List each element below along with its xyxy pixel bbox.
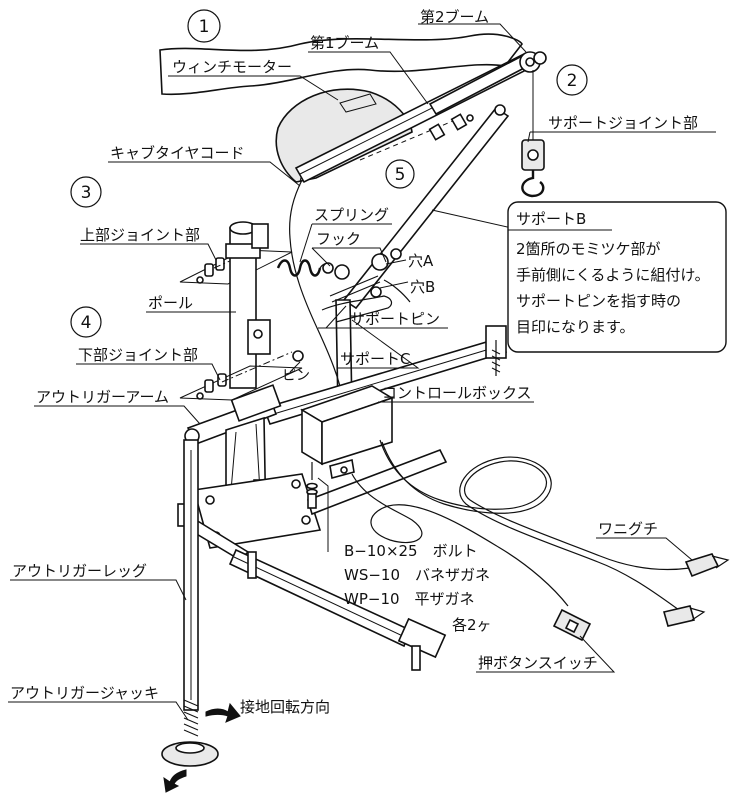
label-hook: フック xyxy=(316,230,361,248)
winch-motor-housing xyxy=(275,88,413,183)
callout-5-circle xyxy=(385,159,415,189)
label-outrigger-arm: アウトリガーアーム xyxy=(36,388,169,406)
alligator-clip-bottom xyxy=(662,605,696,627)
bolt-set xyxy=(306,462,318,509)
label-outrigger-jack: アウトリガージャッキ xyxy=(10,684,159,702)
label-spring: スプリング xyxy=(314,206,389,224)
spring-coil xyxy=(276,259,322,277)
rotation-arrow-left xyxy=(163,769,187,793)
label-qty: 各2ヶ xyxy=(452,616,492,634)
label-support-c: サポートC xyxy=(340,350,410,368)
label-support-pin: サポートピン xyxy=(350,310,440,328)
note-title: サポートB xyxy=(516,210,586,228)
cabtire-cord xyxy=(289,179,345,405)
callout-3-circle xyxy=(70,176,102,208)
control-box xyxy=(300,385,394,480)
label-support-joint: サポートジョイント部 xyxy=(548,114,698,132)
label-clip: ワニグチ xyxy=(598,520,658,538)
note-line-4: 目印になります。 xyxy=(516,318,635,336)
label-hole-b: 穴B xyxy=(410,278,435,296)
label-pole: ポール xyxy=(148,294,193,312)
callout-1-circle xyxy=(187,9,221,43)
note-line-1: 2箇所のモミツケ部が xyxy=(516,240,661,258)
label-winch-motor: ウィンチモーター xyxy=(172,58,292,76)
callout-4-number: 4 xyxy=(81,313,92,333)
callout-5-number: 5 xyxy=(395,165,406,185)
callout-3-number: 3 xyxy=(81,183,92,203)
label-spring-washer: WS−10 バネザガネ xyxy=(344,566,490,584)
base-leg-right xyxy=(307,448,448,516)
note-box: サポートB 2箇所のモミツケ部が 手前側にくるように組付け。 サポートピンを指す… xyxy=(507,201,727,353)
note-line-3: サポートピンを指す時の xyxy=(516,292,681,310)
callouts: 1 2 3 4 5 xyxy=(70,9,588,338)
callout-1-number: 1 xyxy=(199,17,210,37)
label-lower-joint: 下部ジョイント部 xyxy=(78,346,198,364)
rotation-arrow-right xyxy=(205,702,241,723)
power-cable xyxy=(379,439,691,571)
labels: 第2ブーム 第1ブーム ウィンチモーター サポートジョイント部 キャブタイヤコー… xyxy=(10,8,698,716)
callout-2-number: 2 xyxy=(567,71,578,91)
lower-joint-parts xyxy=(179,350,304,401)
label-flat-washer: WP−10 平ザガネ xyxy=(344,590,475,608)
label-hole-a: 穴A xyxy=(408,252,434,270)
switch-cable xyxy=(351,473,569,607)
label-ground-rotation: 接地回転方向 xyxy=(240,698,330,716)
section-1-banner xyxy=(159,33,523,96)
support-pin xyxy=(321,295,393,323)
alligator-clip-top xyxy=(684,553,720,578)
note-frame xyxy=(507,201,727,353)
callout-4-circle xyxy=(70,306,102,338)
label-push-switch: 押ボタンスイッチ xyxy=(478,654,598,672)
note-line-2: 手前側にくるように組付け。 xyxy=(516,266,710,284)
label-boom2: 第2ブーム xyxy=(420,8,489,26)
leader-lines xyxy=(8,23,716,721)
label-control-box: コントロールボックス xyxy=(382,384,532,402)
label-bolt: B−10×25 ボルト xyxy=(344,542,478,560)
label-cabtire-cord: キャブタイヤコード xyxy=(110,144,245,162)
label-boom1: 第1ブーム xyxy=(310,34,379,52)
label-pin: ピン xyxy=(282,368,310,384)
base-leg-front xyxy=(228,548,412,648)
label-outrigger-leg: アウトリガーレッグ xyxy=(12,562,147,580)
crane-drawing xyxy=(159,33,730,793)
label-upper-joint: 上部ジョイント部 xyxy=(80,226,200,244)
callout-2-circle xyxy=(556,64,588,96)
